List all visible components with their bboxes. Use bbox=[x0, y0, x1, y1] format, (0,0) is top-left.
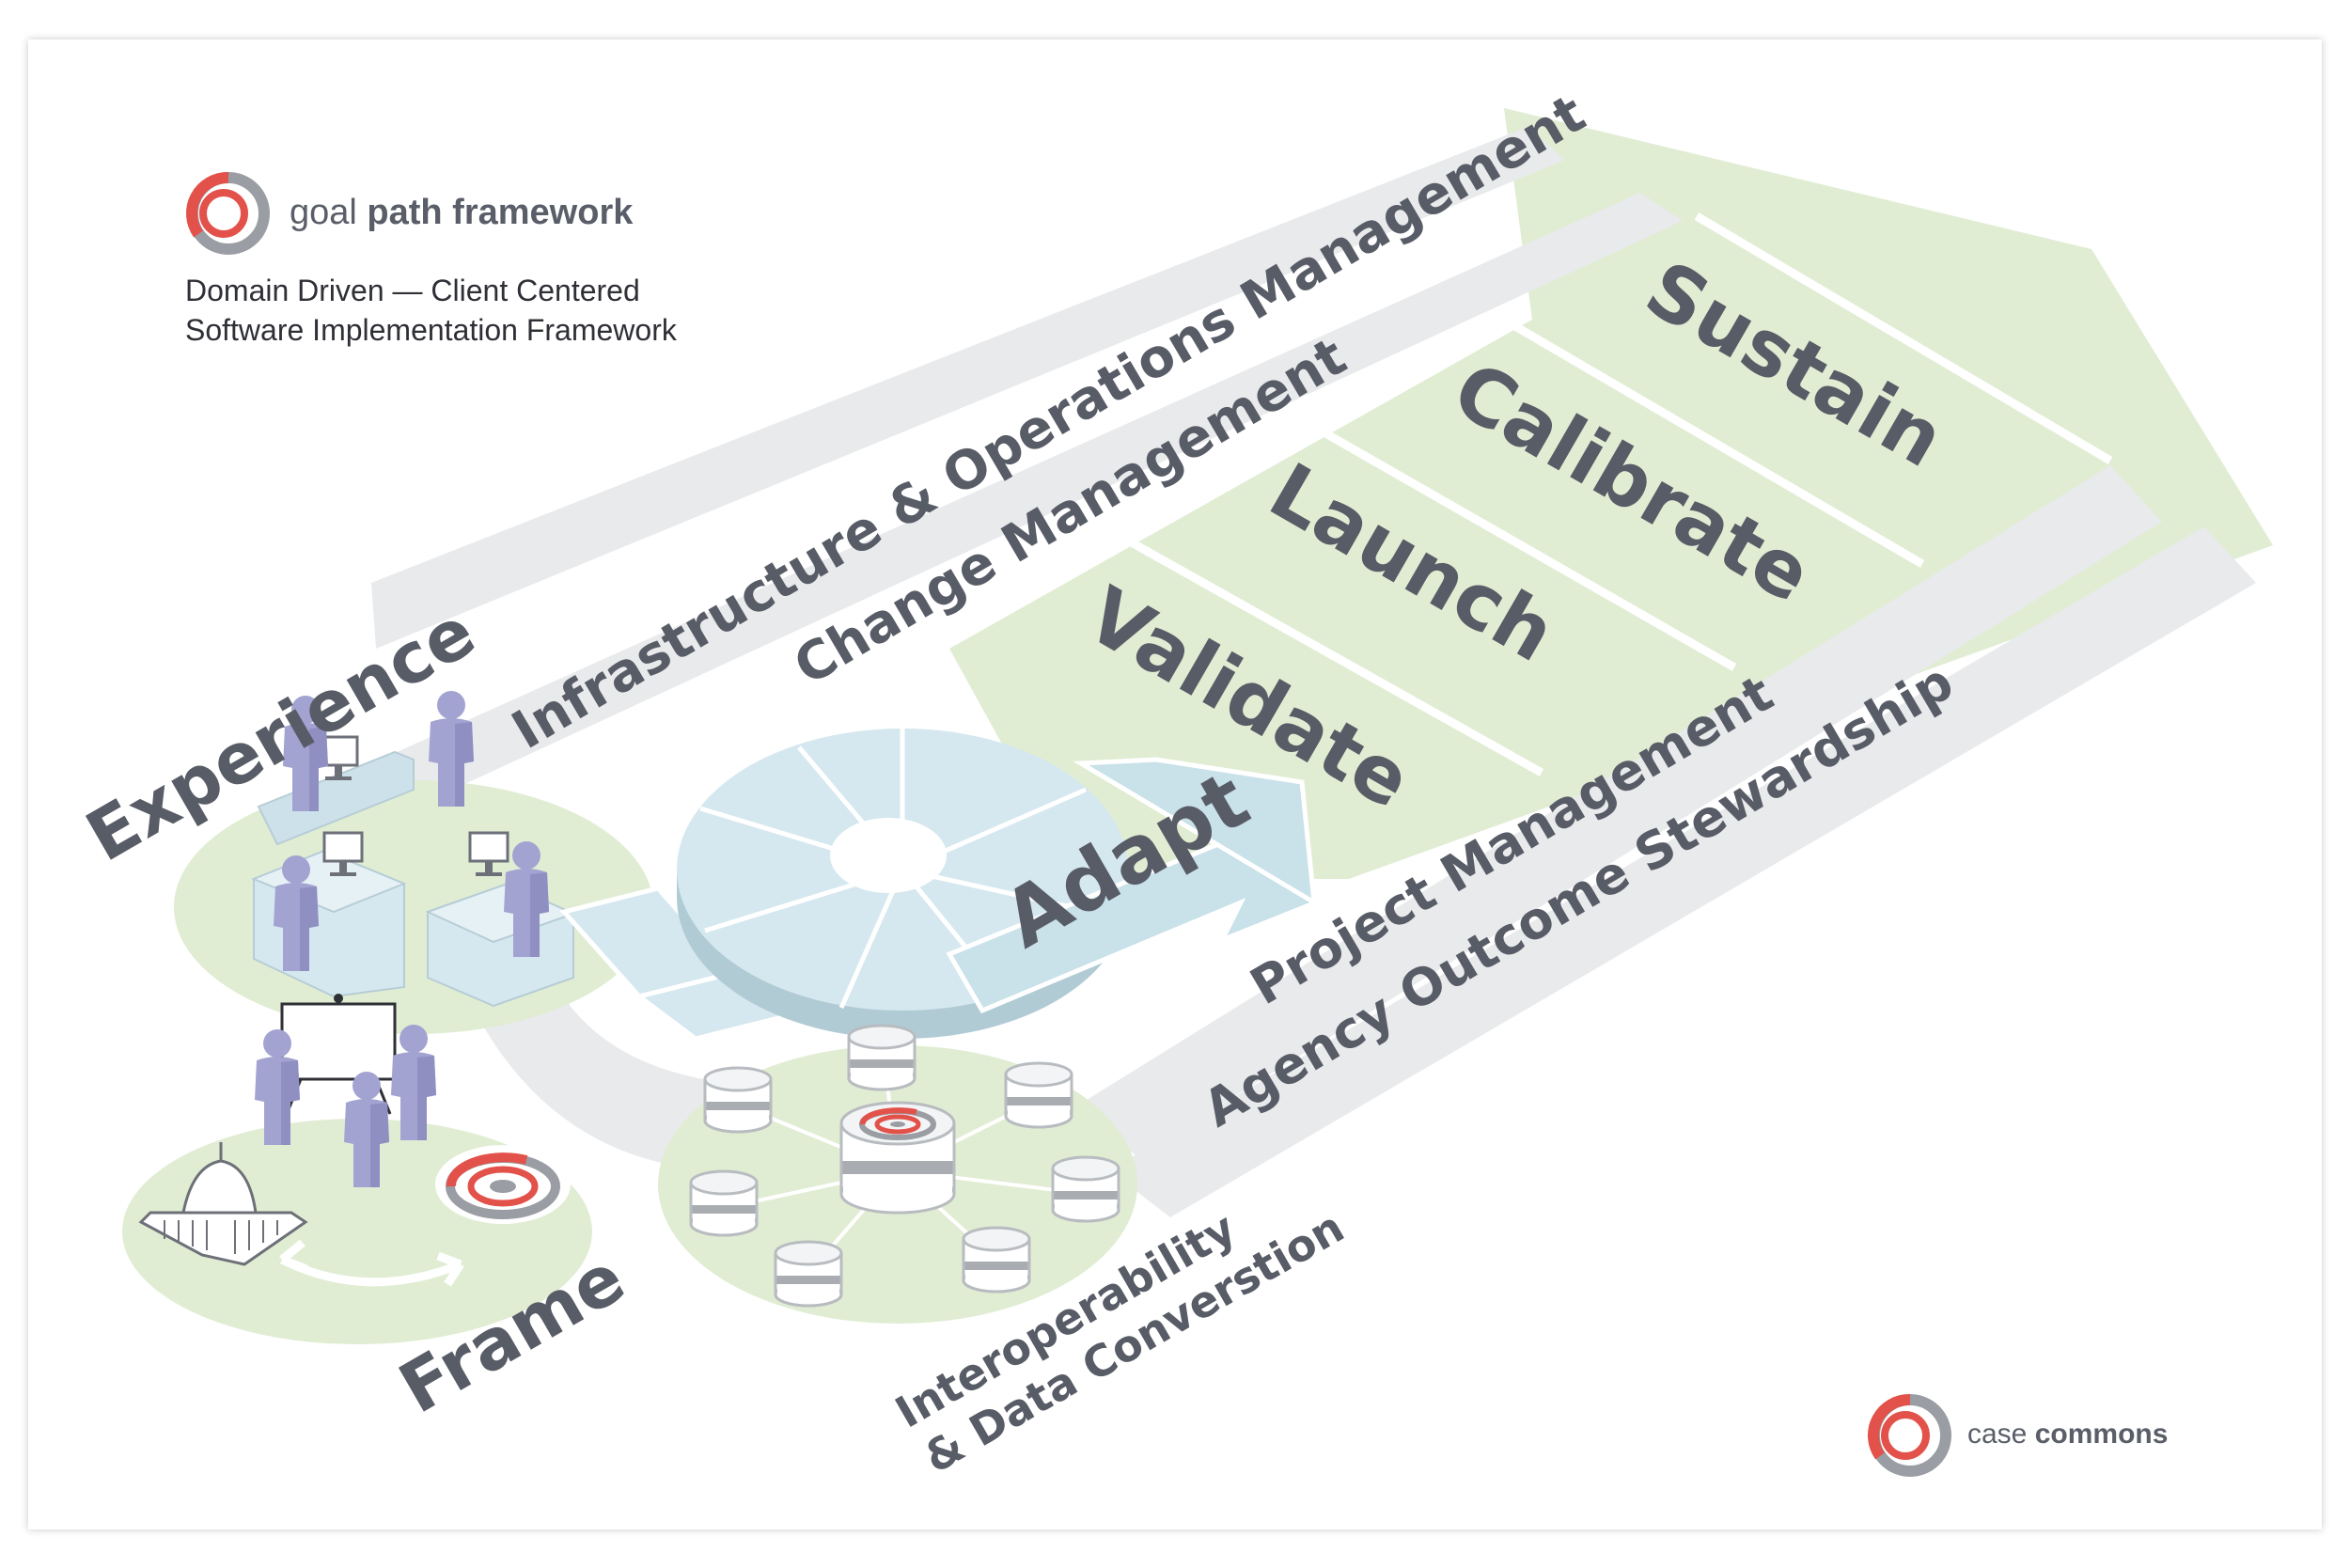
case-commons-logo-icon bbox=[1867, 1393, 1951, 1477]
brand-name: case commons bbox=[1967, 1419, 2168, 1450]
cycle-arrows bbox=[279, 1239, 464, 1287]
lane-infrastructure bbox=[371, 127, 1565, 649]
lane-agency bbox=[1109, 526, 2256, 1217]
lane-change bbox=[371, 193, 1683, 827]
brand-light: case bbox=[1967, 1419, 2027, 1450]
app-title-bold: path framework bbox=[367, 193, 634, 232]
adapt-arrow-head bbox=[1073, 757, 1317, 907]
lane-project bbox=[1072, 465, 2162, 1156]
app-title: goal path framework bbox=[290, 193, 634, 232]
phase-dividers bbox=[1125, 212, 2113, 776]
brand-bold: commons bbox=[2035, 1419, 2169, 1450]
subtitle-line1: Domain Driven — Client Centered bbox=[185, 274, 640, 307]
app-title-light: goal bbox=[290, 193, 357, 232]
frame-target-icon bbox=[435, 1145, 571, 1224]
subtitle-line2: Software Implementation Framework bbox=[185, 313, 678, 347]
capitol-icon bbox=[138, 1142, 308, 1266]
central-database-icon bbox=[839, 1101, 956, 1215]
goal-path-logo-icon bbox=[185, 171, 270, 255]
phase-arrow bbox=[949, 108, 2273, 879]
